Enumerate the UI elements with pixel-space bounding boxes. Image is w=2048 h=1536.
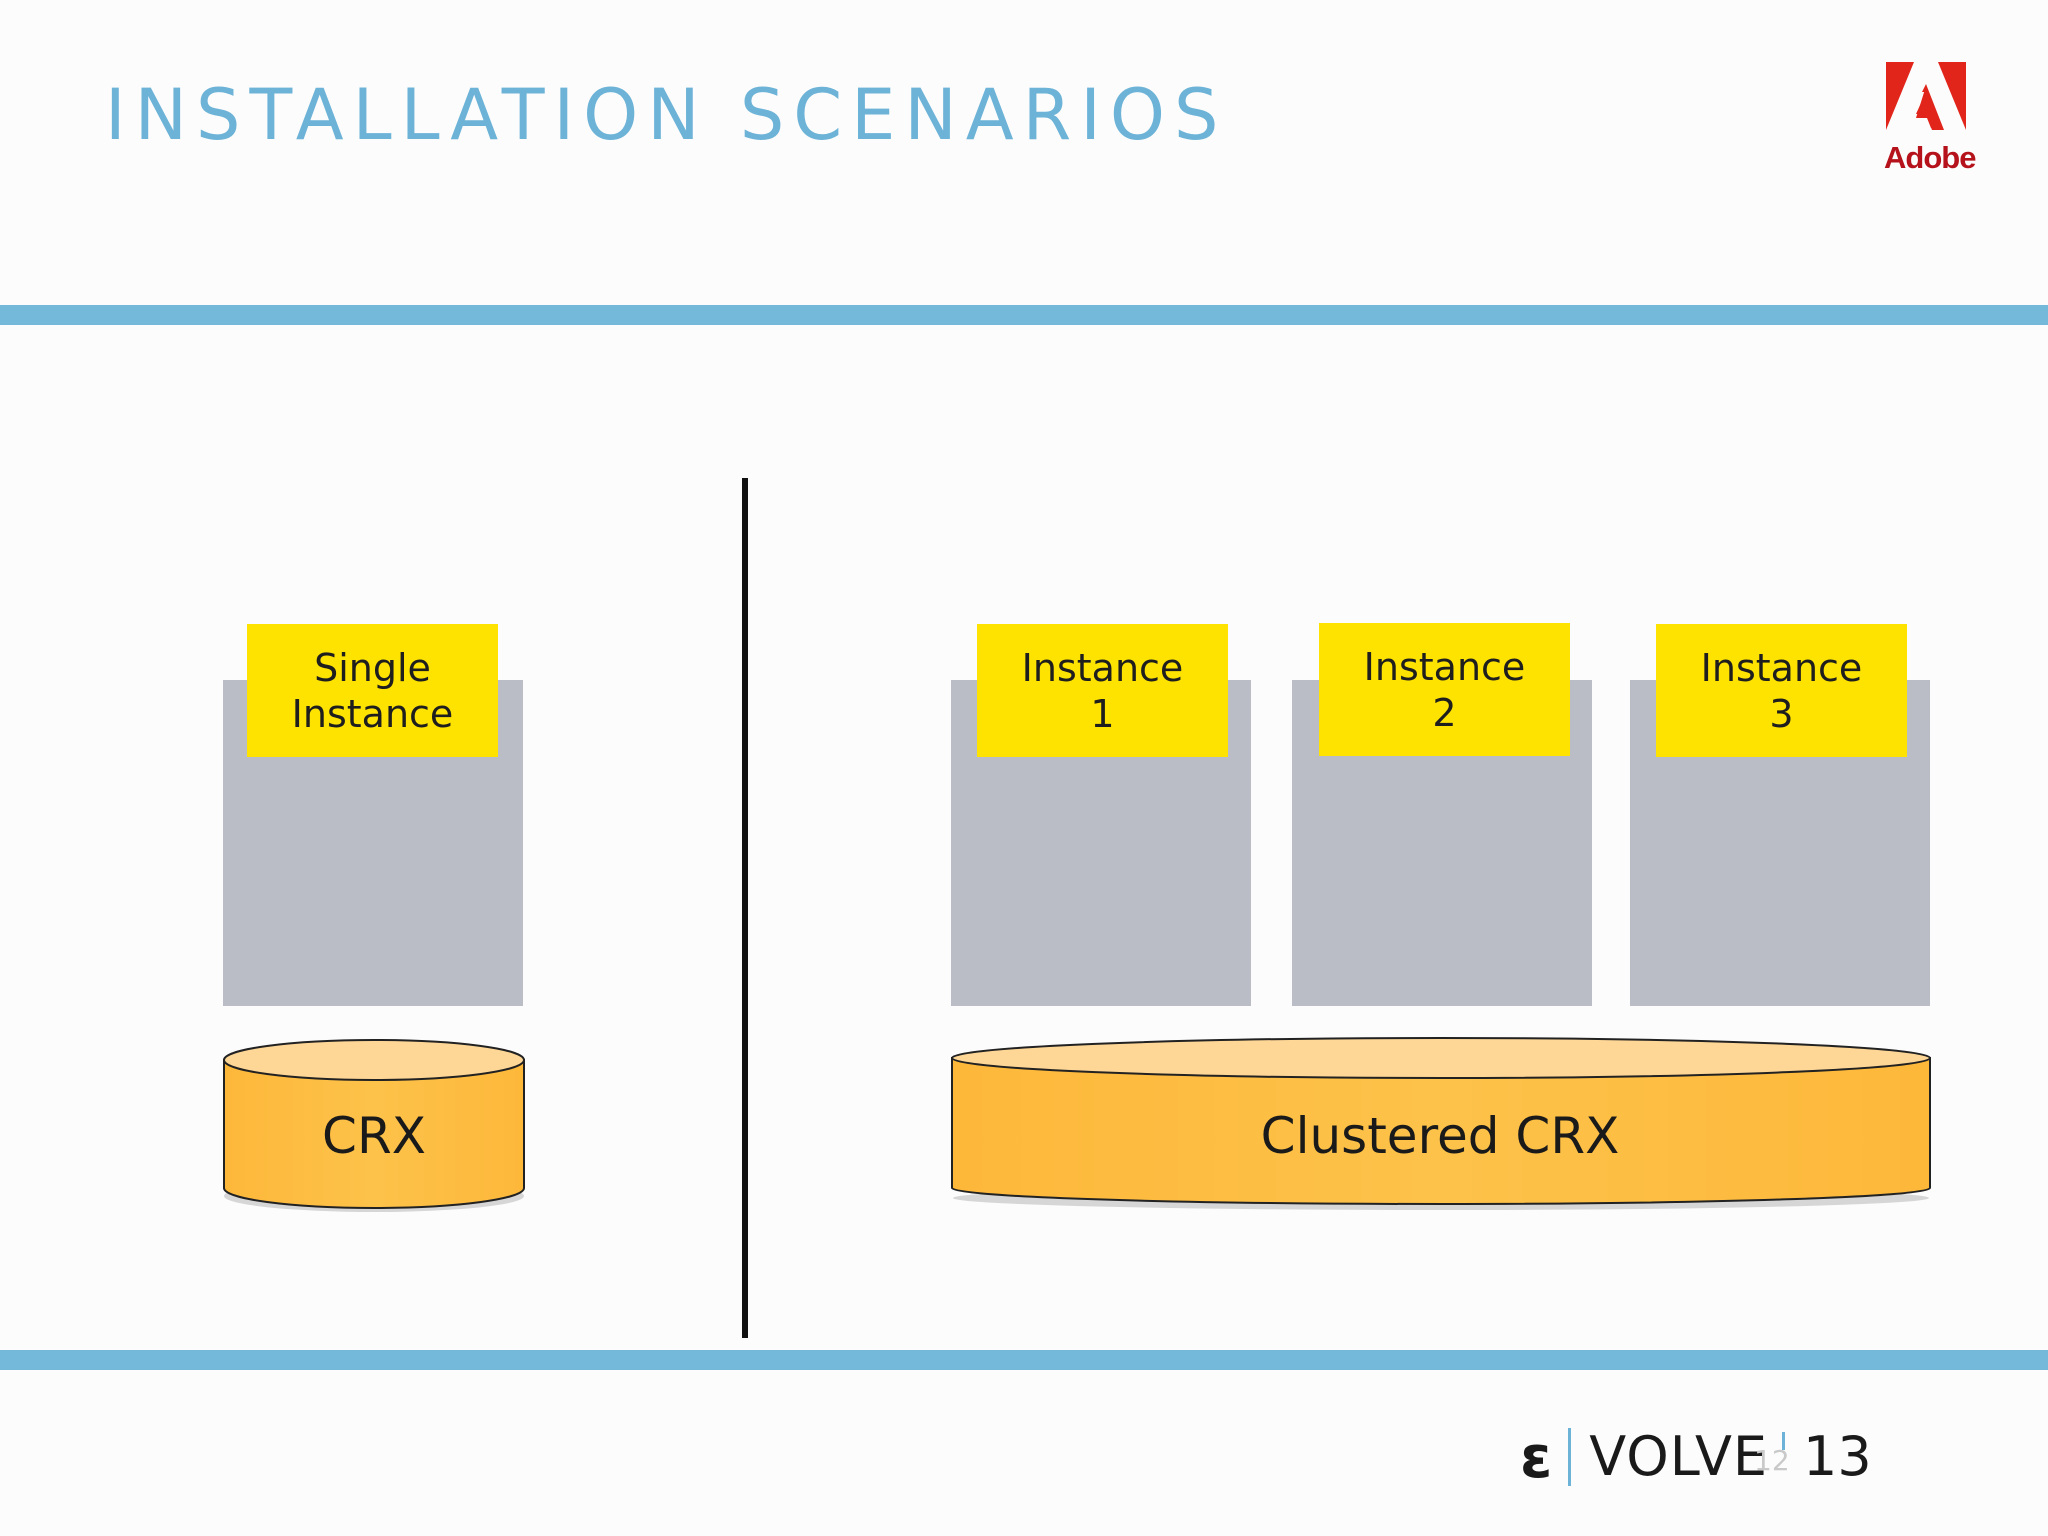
- evolve-word: VOLVE: [1589, 1425, 1769, 1488]
- instance-3-label-line1: Instance: [1700, 645, 1863, 690]
- evolve-separator: [1568, 1428, 1572, 1486]
- adobe-logo-icon: [1886, 62, 1966, 130]
- single-instance-label: Single Instance: [247, 624, 498, 757]
- page-number: 12: [1754, 1444, 1790, 1477]
- instance-3-label: Instance 3: [1656, 624, 1907, 757]
- clustered-crx-label: Clustered CRX: [1260, 1107, 1620, 1165]
- single-instance-label-line1: Single: [314, 645, 431, 690]
- crx-cylinder: [223, 1039, 525, 1212]
- instance-2-label-line1: Instance: [1363, 644, 1526, 689]
- evolve-logo: ε VOLVE 13: [1520, 1425, 1872, 1489]
- top-rule: [0, 305, 2048, 325]
- scenario-divider: [742, 478, 748, 1338]
- clustered-crx-cylinder: [951, 1037, 1931, 1210]
- evolve-apostrophe: [1782, 1432, 1786, 1450]
- evolve-year: 13: [1803, 1425, 1872, 1488]
- crx-label: CRX: [322, 1107, 426, 1165]
- instance-1-label-line1: Instance: [1021, 645, 1184, 690]
- bottom-rule: [0, 1350, 2048, 1370]
- slide-title: INSTALLATION SCENARIOS: [105, 74, 1228, 156]
- instance-3-label-line2: 3: [1769, 691, 1794, 736]
- instance-1-label-line2: 1: [1090, 691, 1115, 736]
- instance-1-label: Instance 1: [977, 624, 1228, 757]
- evolve-mark: ε: [1520, 1423, 1553, 1491]
- single-instance-label-line2: Instance: [291, 691, 454, 736]
- instance-2-label-line2: 2: [1432, 690, 1457, 735]
- adobe-logo: Adobe: [1884, 62, 1976, 182]
- adobe-logo-text: Adobe: [1884, 140, 1976, 175]
- instance-2-label: Instance 2: [1319, 623, 1570, 756]
